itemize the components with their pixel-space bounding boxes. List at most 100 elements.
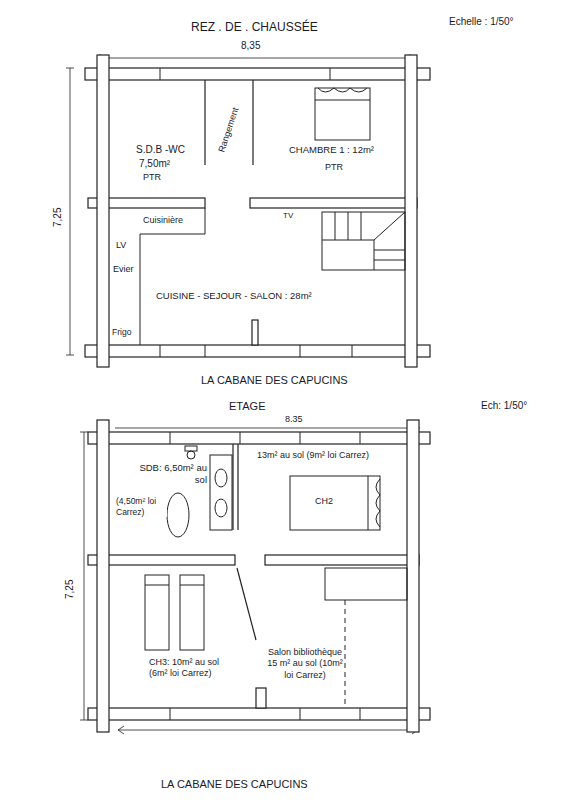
log-wall bbox=[88, 555, 235, 565]
plan-label: LA CABANE DES CAPUCINS bbox=[200, 374, 349, 387]
dimension-line bbox=[118, 726, 418, 734]
furniture bbox=[368, 476, 369, 530]
furniture bbox=[167, 493, 189, 537]
furniture bbox=[318, 88, 367, 92]
room-label: SDB: 6,50m² au sol bbox=[132, 462, 208, 486]
log-wall bbox=[85, 68, 430, 80]
dimension-line bbox=[80, 720, 88, 721]
window-mark bbox=[170, 708, 171, 720]
room-label: CH3: 10m² au sol (6m² loi Carrez) bbox=[148, 657, 238, 680]
room: CH3: 10m² au sol (6m² loi Carrez) bbox=[110, 565, 238, 708]
window-mark bbox=[330, 68, 331, 80]
window-mark bbox=[170, 432, 171, 444]
plan-label: Evier bbox=[112, 264, 135, 275]
furniture bbox=[315, 88, 370, 140]
dimension-line bbox=[100, 58, 410, 59]
log-wall bbox=[265, 555, 419, 565]
log-wall bbox=[405, 55, 417, 367]
room-label: CUISINE - SEJOUR - SALON : 28m² bbox=[155, 290, 313, 302]
window-mark bbox=[352, 345, 353, 357]
partition bbox=[252, 80, 253, 165]
log-wall bbox=[407, 420, 419, 732]
dimension-label: 7,25 bbox=[64, 579, 76, 600]
window-mark bbox=[360, 432, 361, 444]
furniture bbox=[180, 575, 204, 650]
room-label: PTR bbox=[324, 162, 344, 173]
furniture bbox=[290, 476, 380, 530]
furniture bbox=[322, 212, 405, 270]
window-mark bbox=[205, 345, 206, 357]
furniture bbox=[210, 455, 232, 530]
furniture bbox=[185, 446, 197, 451]
window-mark bbox=[160, 68, 161, 80]
partition bbox=[232, 444, 233, 530]
plan-label: Ech: 1/50° bbox=[480, 400, 528, 412]
log-wall bbox=[250, 198, 417, 208]
window-mark bbox=[240, 432, 241, 444]
window-mark bbox=[300, 708, 301, 720]
room: CUISINE - SEJOUR - SALON : 28m² bbox=[110, 208, 405, 345]
furniture bbox=[145, 575, 169, 650]
log-wall bbox=[97, 55, 109, 367]
furniture bbox=[140, 208, 205, 345]
plan-label: Echelle : 1/50° bbox=[448, 16, 515, 28]
room-label: PTR bbox=[142, 172, 162, 183]
plan-label: Frigo bbox=[111, 327, 132, 337]
plan-label: LV bbox=[115, 240, 127, 251]
window-mark bbox=[160, 345, 161, 357]
dimension-line bbox=[115, 428, 420, 429]
room-label: Salon bibliothèque 15 m² au sol (10m² lo… bbox=[266, 647, 344, 681]
log-wall bbox=[88, 432, 430, 444]
partition bbox=[237, 568, 256, 640]
room: S.D.B -WC7,50m²PTR bbox=[110, 80, 205, 198]
plan-label: LA CABANE DES CAPUCINS bbox=[160, 778, 309, 791]
room: 13m² au sol (9m² loi Carrez) CH2 bbox=[238, 444, 405, 555]
furniture bbox=[376, 479, 380, 527]
window-mark bbox=[360, 708, 361, 720]
log-wall bbox=[97, 420, 109, 732]
furniture bbox=[145, 585, 169, 586]
dimension-line bbox=[70, 68, 71, 355]
furniture bbox=[215, 469, 227, 487]
dimension-line bbox=[80, 432, 88, 433]
furniture bbox=[215, 499, 227, 517]
partition bbox=[204, 80, 205, 165]
partition bbox=[256, 688, 266, 708]
room: CHAMBRE 1 : 12m² PTR bbox=[254, 80, 405, 198]
log-wall bbox=[88, 708, 430, 720]
room-label: 7,50m² bbox=[138, 158, 171, 171]
furniture bbox=[187, 451, 195, 459]
partition bbox=[205, 80, 266, 708]
dimension-line bbox=[84, 432, 85, 720]
room-label: Rangement bbox=[216, 105, 242, 155]
log-wall bbox=[85, 55, 430, 732]
partition bbox=[252, 320, 258, 345]
plan-label: REZ . DE . CHAUSSÉE bbox=[190, 20, 319, 34]
room-label: S.D.B -WC bbox=[135, 144, 186, 157]
room: SDB: 6,50m² au sol (4,50m² loi Carrez) bbox=[110, 444, 233, 555]
furniture bbox=[322, 212, 405, 270]
dimension-label: 7,25 bbox=[52, 207, 64, 228]
dimension-line bbox=[118, 730, 418, 731]
furniture bbox=[315, 100, 370, 101]
plan-label: 8.35 bbox=[284, 414, 304, 425]
plan-label: ETAGE bbox=[228, 400, 266, 413]
room: Rangement bbox=[206, 80, 252, 198]
dimension-line bbox=[66, 355, 74, 356]
plan-label: 8,35 bbox=[240, 40, 261, 52]
room-label: CHAMBRE 1 : 12m² bbox=[288, 144, 375, 156]
log-wall bbox=[85, 345, 430, 357]
furniture bbox=[180, 585, 204, 586]
room-label: 13m² au sol (9m² loi Carrez) bbox=[256, 450, 403, 461]
window-mark bbox=[300, 432, 301, 444]
room-label: (4,50m² loi Carrez) bbox=[115, 496, 167, 517]
partition bbox=[237, 444, 238, 530]
plan-label: Cuisinière bbox=[142, 215, 184, 226]
window-mark bbox=[300, 345, 301, 357]
furniture bbox=[325, 568, 407, 600]
furniture bbox=[140, 88, 407, 708]
window-mark bbox=[160, 68, 360, 720]
room: Salon bibliothèque 15 m² au sol (10m² lo… bbox=[239, 565, 407, 708]
room-label: CH2 bbox=[314, 496, 334, 507]
dimension-line bbox=[66, 54, 420, 734]
